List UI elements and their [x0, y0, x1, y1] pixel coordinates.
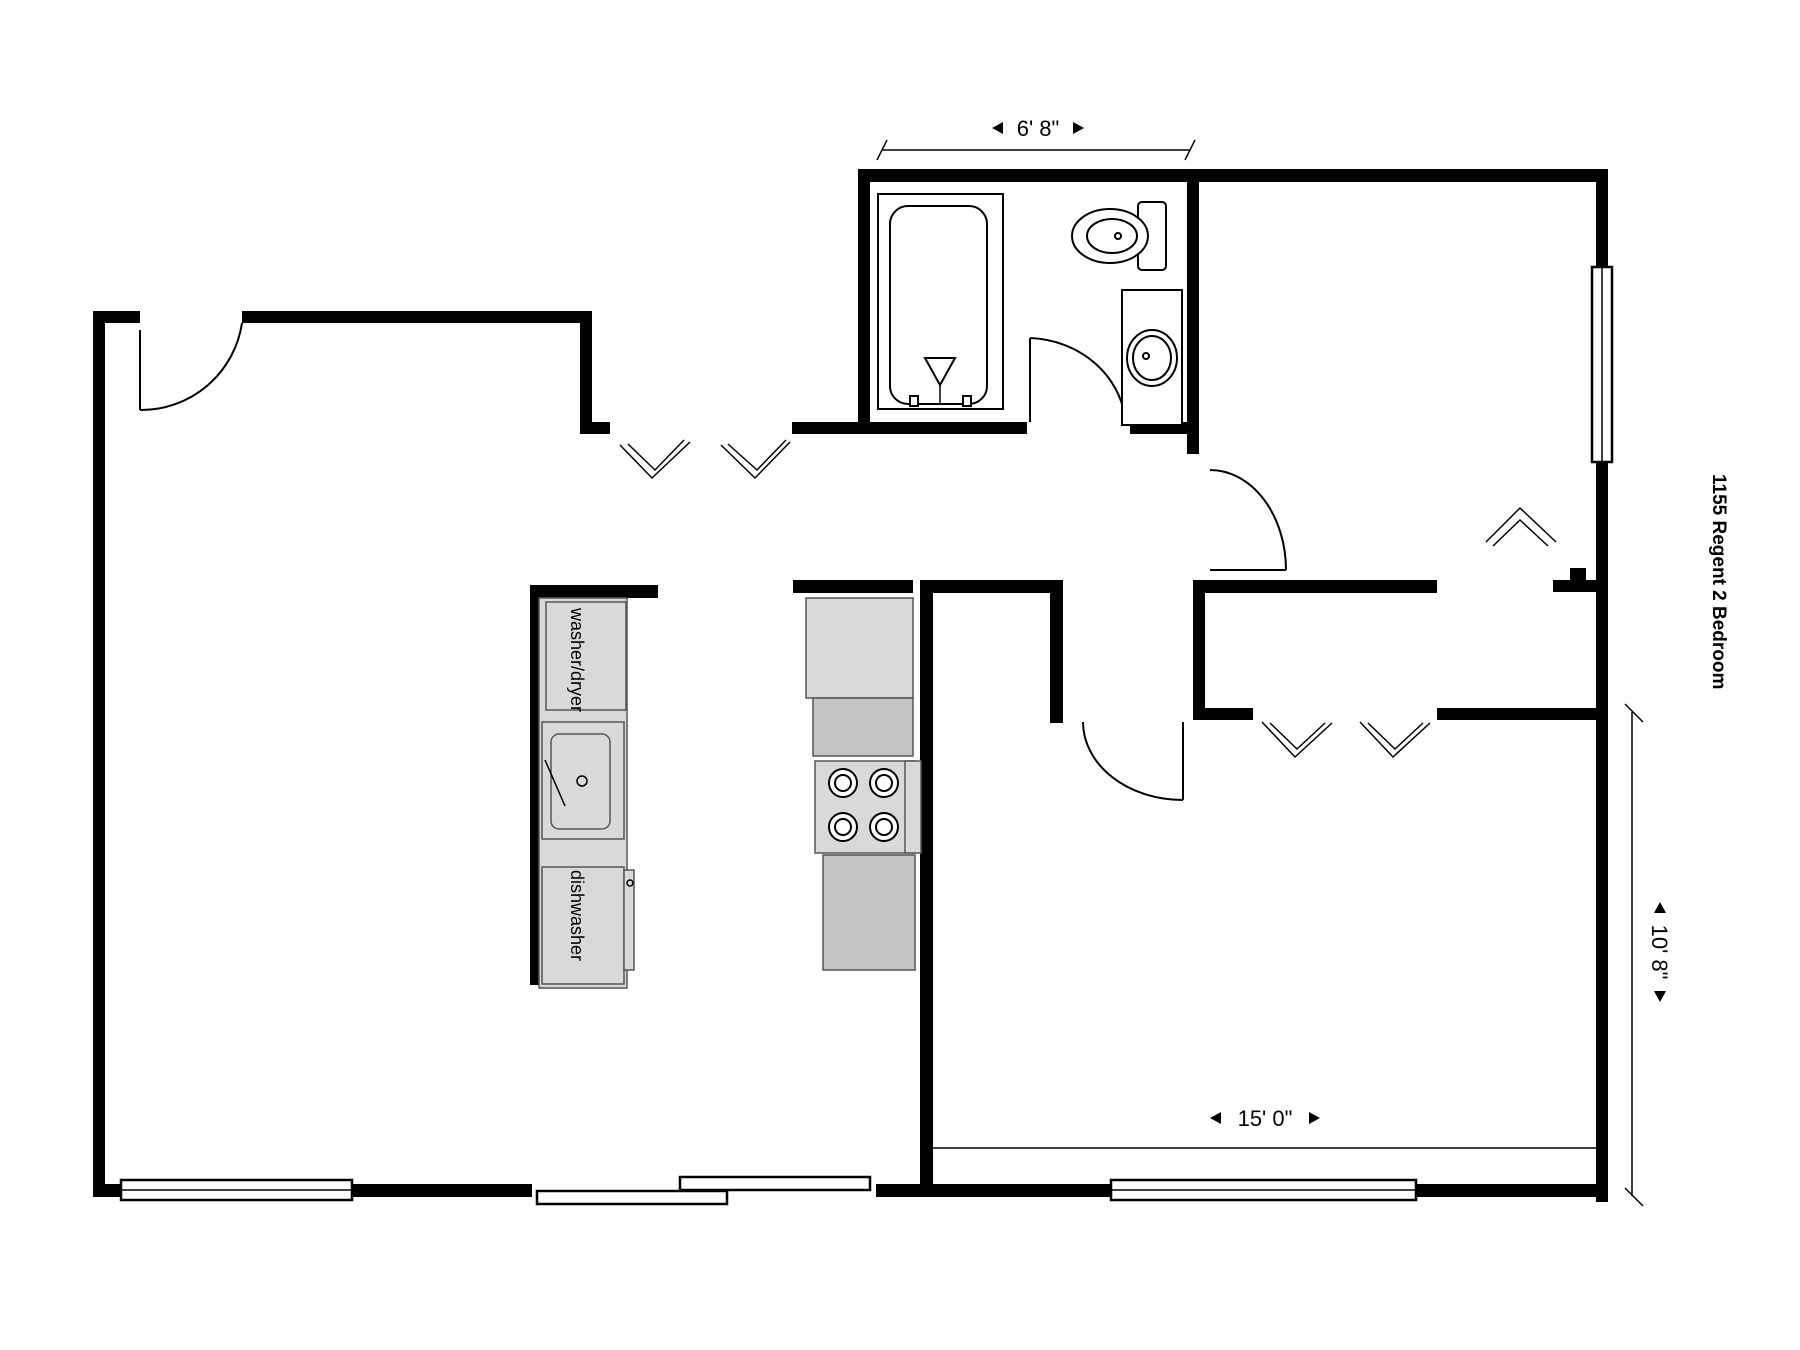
windows — [119, 265, 1614, 1206]
bathroom-sink — [1121, 289, 1183, 426]
washer-dryer-label: washer/dryer — [567, 607, 587, 712]
dimension-bedroom-depth: 10' 8" — [1624, 703, 1672, 1207]
kitchen-counter-right — [805, 597, 922, 971]
floor-plan-title: 1155 Regent 2 Bedroom — [1708, 474, 1729, 689]
bifold-doors — [619, 439, 1557, 759]
toilet — [1071, 201, 1167, 271]
dimension-bedroom-depth-label: 10' 8" — [1647, 925, 1672, 980]
doors — [139, 322, 1287, 801]
sliding-door-panel-2 — [678, 1175, 872, 1192]
bathtub — [877, 193, 1004, 410]
kitchen-island — [538, 597, 635, 989]
dimension-bedroom-width: 15' 0" — [933, 1106, 1596, 1149]
dimension-bath-width: 6' 8" — [876, 116, 1196, 161]
dimension-bath-width-label: 6' 8" — [1017, 116, 1060, 141]
dishwasher-label: dishwasher — [567, 870, 587, 961]
dimension-bedroom-width-label: 15' 0" — [1238, 1106, 1293, 1131]
sliding-door-panel-1 — [535, 1189, 729, 1206]
